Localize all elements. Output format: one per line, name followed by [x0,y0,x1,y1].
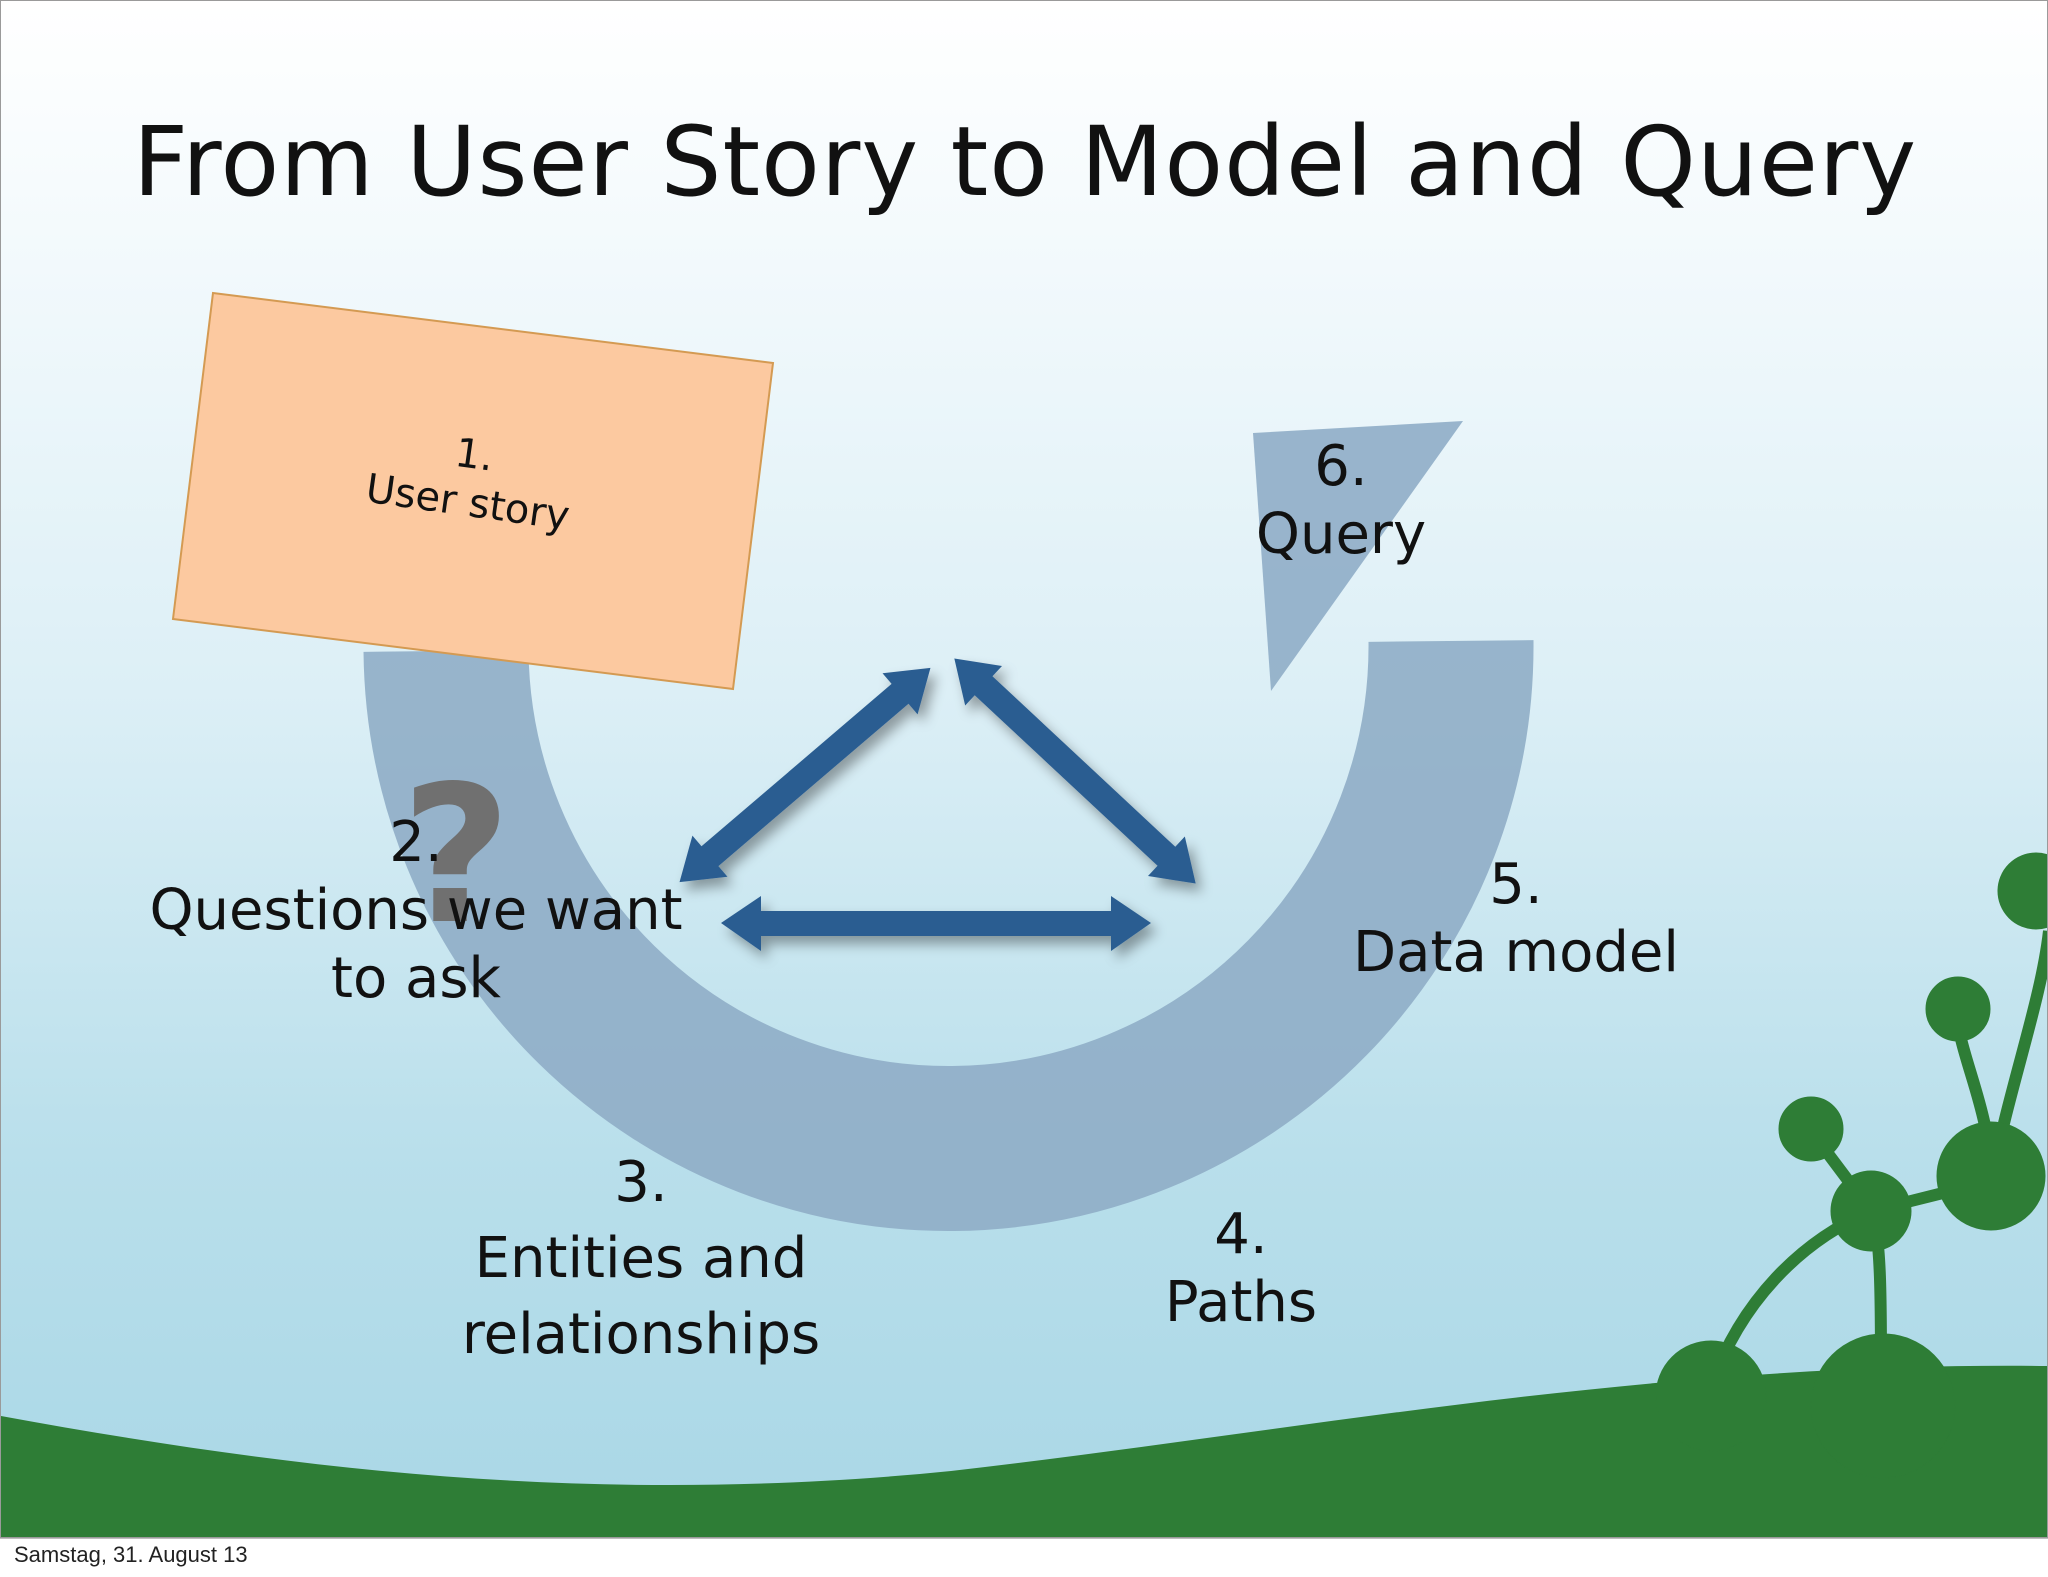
footer-bar [0,1538,2048,1577]
slide: From User Story to Model and Query 1. Us… [0,0,2048,1538]
step-2-number: 2. [389,810,443,875]
step-2-text-line1: Questions we want [149,878,683,943]
question-mark-icon: ? [401,745,512,966]
step-6-number: 6. [1314,434,1368,499]
step-6-text: Query [1255,502,1427,567]
cycle-arrow [363,421,1534,1232]
slide-title: From User Story to Model and Query [132,106,1918,218]
step-4-text: Paths [1164,1270,1318,1335]
step-6-label: 6. Query [1191,433,1491,569]
step-5-label: 5. Data model [1321,851,1711,987]
arrow-left [679,667,931,883]
step-4-label: 4. Paths [1101,1201,1381,1337]
plant-decoration [1655,852,2047,1479]
step-3-text-line2: relationships [461,1302,821,1367]
step-4-number: 4. [1214,1202,1268,1267]
triangle-arrows [679,658,1196,951]
arrow-bottom [721,896,1151,951]
step-3-text-line1: Entities and [474,1226,808,1291]
step-2-text-line2: to ask [331,946,501,1011]
cycle-ring [363,640,1534,1232]
step-3-number: 3. [614,1150,668,1215]
grass-hill [1,1365,2047,1537]
user-story-card [171,291,775,691]
step-5-text: Data model [1353,920,1679,985]
step-5-number: 5. [1489,852,1543,917]
arrow-right [954,658,1196,884]
step-2-label: 2. Questions we want to ask [131,809,701,1013]
step-3-label: 3. Entities and relationships [401,1145,881,1373]
diagram-art [1,291,2047,1537]
cycle-arrowhead [1253,421,1463,691]
footer-date: Samstag, 31. August 13 [14,1542,248,1567]
